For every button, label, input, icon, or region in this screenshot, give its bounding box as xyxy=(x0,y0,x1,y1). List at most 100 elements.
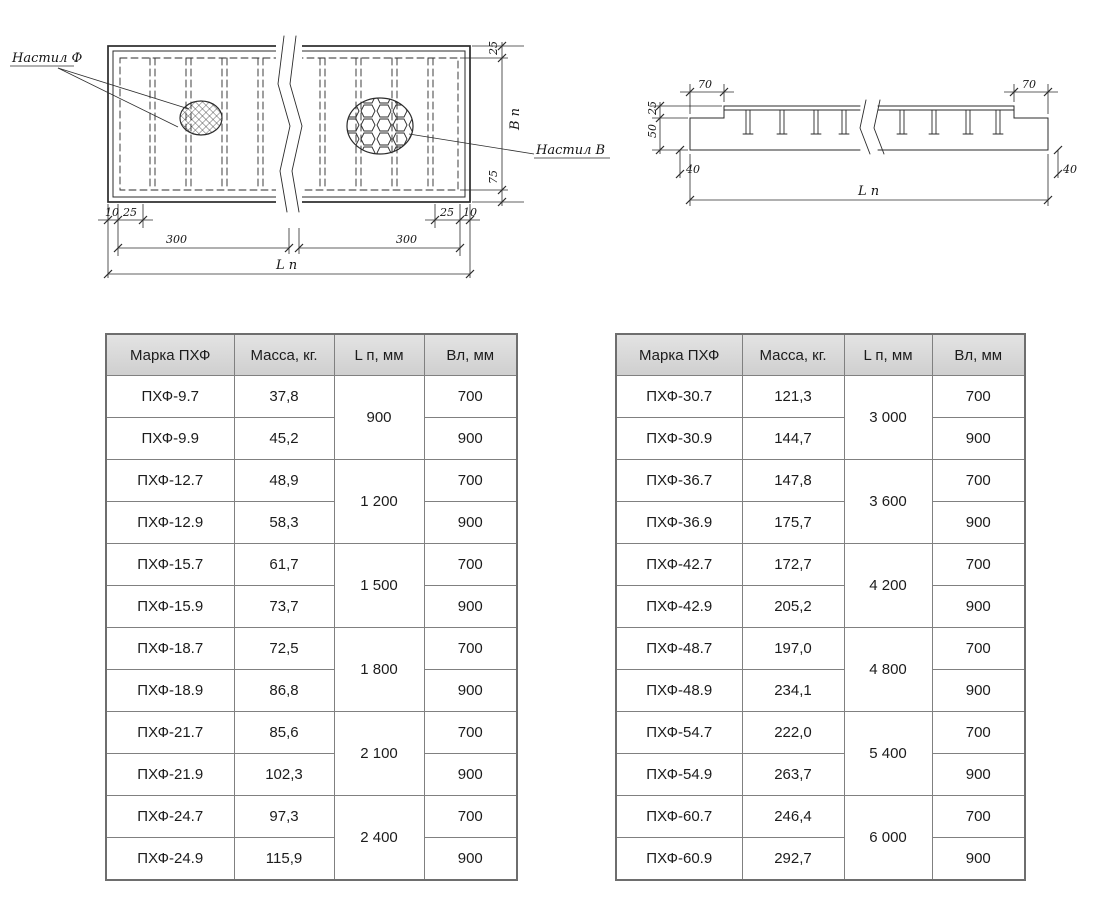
cell-mark: ПХФ-12.7 xyxy=(105,459,235,502)
cell-mass: 197,0 xyxy=(741,627,845,670)
cell-vl: 900 xyxy=(423,753,518,796)
cell-vl: 900 xyxy=(423,417,518,460)
cell-mark: ПХФ-60.7 xyxy=(615,795,743,838)
cell-lp: 900 xyxy=(333,375,425,460)
cell-vl: 700 xyxy=(423,795,518,838)
cell-vl: 900 xyxy=(931,501,1026,544)
section-ribs xyxy=(742,109,1004,135)
dim-bp-label: В п xyxy=(508,108,523,131)
cell-mark: ПХФ-36.7 xyxy=(615,459,743,502)
cell-vl: 700 xyxy=(931,543,1026,586)
dim-70-left: 70 xyxy=(698,78,712,91)
leader-nastil-v: Настил В xyxy=(408,133,610,159)
deck-opening-v xyxy=(346,97,414,155)
dimension-lp-section: L п xyxy=(685,154,1053,206)
cell-vl: 700 xyxy=(931,795,1026,838)
cell-mark: ПХФ-18.7 xyxy=(105,627,235,670)
dim-300-left: 300 xyxy=(166,233,187,246)
cell-mass: 246,4 xyxy=(741,795,845,838)
nastil-f-label: Настил Ф xyxy=(11,51,82,66)
cell-mark: ПХФ-48.7 xyxy=(615,627,743,670)
cell-vl: 900 xyxy=(423,837,518,881)
dim-50-section: 50 xyxy=(646,124,659,138)
dim-300-right: 300 xyxy=(396,233,417,246)
cell-vl: 700 xyxy=(931,627,1026,670)
column-header: Марка ПХФ xyxy=(105,333,235,376)
cell-vl: 900 xyxy=(931,585,1026,628)
cell-lp: 4 800 xyxy=(843,627,933,712)
cell-mass: 97,3 xyxy=(233,795,335,838)
cell-mark: ПХФ-42.9 xyxy=(615,585,743,628)
dim-25-top: 25 xyxy=(487,41,500,56)
cell-vl: 700 xyxy=(423,375,518,418)
deck-opening-f xyxy=(179,100,223,136)
column-header: Вл, мм xyxy=(931,333,1026,376)
cell-vl: 700 xyxy=(423,627,518,670)
cell-mass: 115,9 xyxy=(233,837,335,881)
dim-25-section: 25 xyxy=(646,101,659,116)
cell-mark: ПХФ-15.9 xyxy=(105,585,235,628)
dim-25-left: 25 xyxy=(122,206,137,219)
cell-mark: ПХФ-54.9 xyxy=(615,753,743,796)
dimension-lp-plan: L п xyxy=(103,258,475,279)
cell-vl: 700 xyxy=(931,459,1026,502)
cell-lp: 1 800 xyxy=(333,627,425,712)
dim-lp-plan-label: L п xyxy=(275,258,297,273)
dimension-left-stack: 25 50 xyxy=(646,101,722,155)
dim-lp-section-label: L п xyxy=(857,184,879,199)
cell-vl: 700 xyxy=(931,711,1026,754)
cell-vl: 900 xyxy=(423,669,518,712)
cell-vl: 700 xyxy=(423,459,518,502)
dim-40-right: 40 xyxy=(1062,163,1077,176)
cell-lp: 5 400 xyxy=(843,711,933,796)
cell-mark: ПХФ-21.9 xyxy=(105,753,235,796)
dimension-40-right: 40 xyxy=(1053,145,1077,179)
cell-mass: 45,2 xyxy=(233,417,335,460)
dim-40-left: 40 xyxy=(685,163,700,176)
dimension-40-left: 40 xyxy=(675,145,700,179)
cell-lp: 2 100 xyxy=(333,711,425,796)
cell-mark: ПХФ-15.7 xyxy=(105,543,235,586)
joist-lines xyxy=(149,57,434,191)
cell-mass: 85,6 xyxy=(233,711,335,754)
cell-mass: 175,7 xyxy=(741,501,845,544)
cell-mark: ПХФ-9.7 xyxy=(105,375,235,418)
dim-75-bottom: 75 xyxy=(487,170,500,184)
break-line xyxy=(276,35,303,213)
cell-mass: 222,0 xyxy=(741,711,845,754)
dim-25-right: 25 xyxy=(439,206,454,219)
column-header: L п, мм xyxy=(843,333,933,376)
section-profile xyxy=(689,99,1049,155)
cell-mark: ПХФ-30.9 xyxy=(615,417,743,460)
dim-70-right: 70 xyxy=(1022,78,1036,91)
cell-mark: ПХФ-12.9 xyxy=(105,501,235,544)
cell-mark: ПХФ-30.7 xyxy=(615,375,743,418)
cell-mass: 263,7 xyxy=(741,753,845,796)
cell-mark: ПХФ-21.7 xyxy=(105,711,235,754)
leader-nastil-f: Настил Ф xyxy=(10,51,190,128)
column-header: Вл, мм xyxy=(423,333,518,376)
cell-mark: ПХФ-24.7 xyxy=(105,795,235,838)
cell-mass: 61,7 xyxy=(233,543,335,586)
cell-vl: 700 xyxy=(931,375,1026,418)
cell-lp: 6 000 xyxy=(843,795,933,881)
column-header: Масса, кг. xyxy=(233,333,335,376)
cell-vl: 700 xyxy=(423,543,518,586)
cell-mass: 37,8 xyxy=(233,375,335,418)
cell-mass: 144,7 xyxy=(741,417,845,460)
cell-vl: 900 xyxy=(423,585,518,628)
cell-vl: 900 xyxy=(931,417,1026,460)
